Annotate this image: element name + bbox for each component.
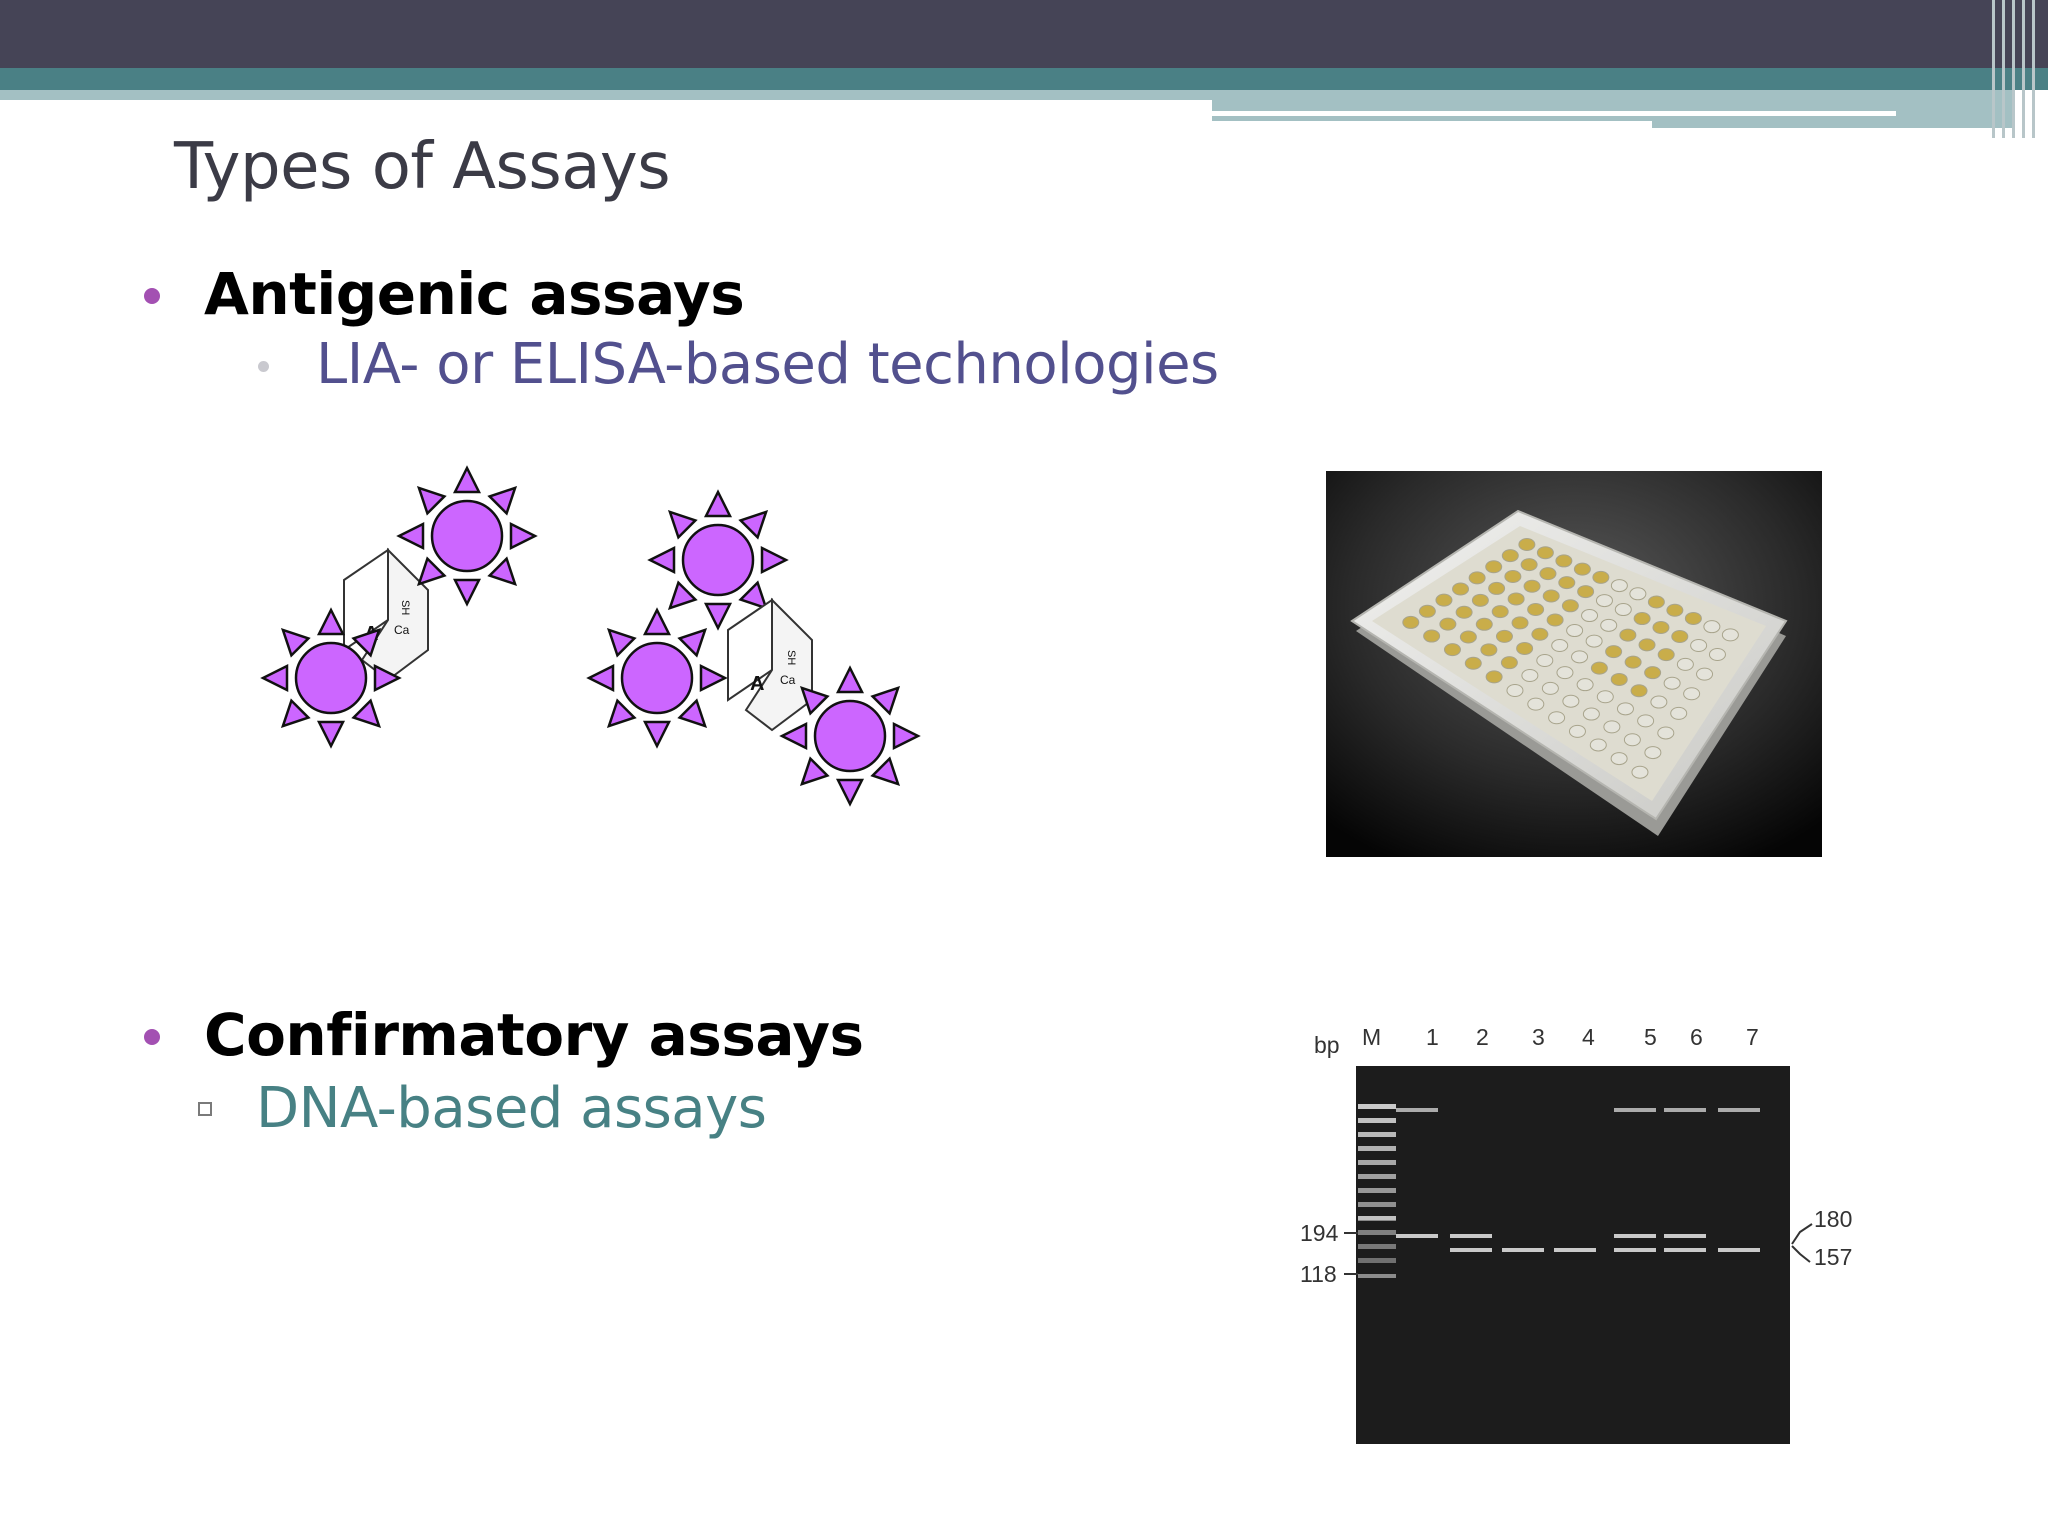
bullet-dot-icon bbox=[144, 288, 160, 304]
gel-lane-label: 2 bbox=[1476, 1024, 1489, 1050]
svg-text:SH: SH bbox=[399, 600, 411, 615]
gel-marker-arrows bbox=[1791, 1223, 1813, 1263]
gel-lane-label: 6 bbox=[1690, 1024, 1703, 1050]
gel-marker-left: 194 bbox=[1300, 1220, 1339, 1246]
sub-bullet-elisa: LIA- or ELISA-based technologies bbox=[316, 332, 1219, 397]
antigen-star-icon bbox=[780, 666, 920, 806]
svg-text:Ca: Ca bbox=[394, 623, 410, 637]
gel-lane-label: 1 bbox=[1426, 1024, 1439, 1050]
sub-bullet-dot-icon bbox=[258, 361, 269, 372]
svg-text:Ca: Ca bbox=[780, 673, 796, 687]
bullet-confirmatory-assays: Confirmatory assays bbox=[204, 1001, 864, 1069]
antigen-star-icon bbox=[261, 608, 401, 748]
header-white-line bbox=[1212, 111, 1896, 116]
gel-lane-label: 4 bbox=[1582, 1024, 1595, 1050]
gel-lane-label: 5 bbox=[1644, 1024, 1657, 1050]
header-vertical-lines bbox=[1990, 0, 2048, 138]
antigen-star-icon bbox=[397, 466, 537, 606]
header-light-band-left bbox=[0, 90, 1212, 100]
dna-gel-figure: bp M 1 2 3 4 5 6 7 194 118 180 157 bbox=[1290, 1014, 1870, 1444]
gel-tick bbox=[1344, 1273, 1358, 1275]
bullet-antigenic-assays: Antigenic assays bbox=[204, 260, 745, 328]
gel-marker-right: 157 bbox=[1814, 1244, 1853, 1270]
antibody-tile-right: A Ca SH bbox=[727, 599, 813, 731]
gel-marker-right: 180 bbox=[1814, 1206, 1853, 1232]
antigen-antibody-diagram: A Ca SH A Ca SH bbox=[261, 466, 920, 806]
sub-bullet-square-icon bbox=[198, 1102, 212, 1116]
header-white-block bbox=[1212, 121, 1652, 137]
gel-lane-label: 3 bbox=[1532, 1024, 1545, 1050]
gel-unit-label: bp bbox=[1314, 1032, 1340, 1058]
gel-lane-label: 7 bbox=[1746, 1024, 1759, 1050]
header-dark-band bbox=[0, 0, 2048, 68]
gel-marker-left: 118 bbox=[1300, 1261, 1337, 1287]
gel-image bbox=[1356, 1066, 1790, 1444]
gel-lane-label: M bbox=[1362, 1024, 1382, 1050]
slide-title: Types of Assays bbox=[174, 130, 671, 204]
gel-tick bbox=[1344, 1232, 1358, 1234]
svg-text:SH: SH bbox=[785, 650, 797, 665]
svg-text:A: A bbox=[750, 673, 764, 695]
bullet-dot-icon bbox=[144, 1029, 160, 1045]
header-teal-band bbox=[0, 68, 2048, 90]
antigen-star-icon bbox=[587, 608, 727, 748]
sub-bullet-dna: DNA-based assays bbox=[256, 1076, 767, 1141]
elisa-plate-photo bbox=[1326, 471, 1822, 857]
